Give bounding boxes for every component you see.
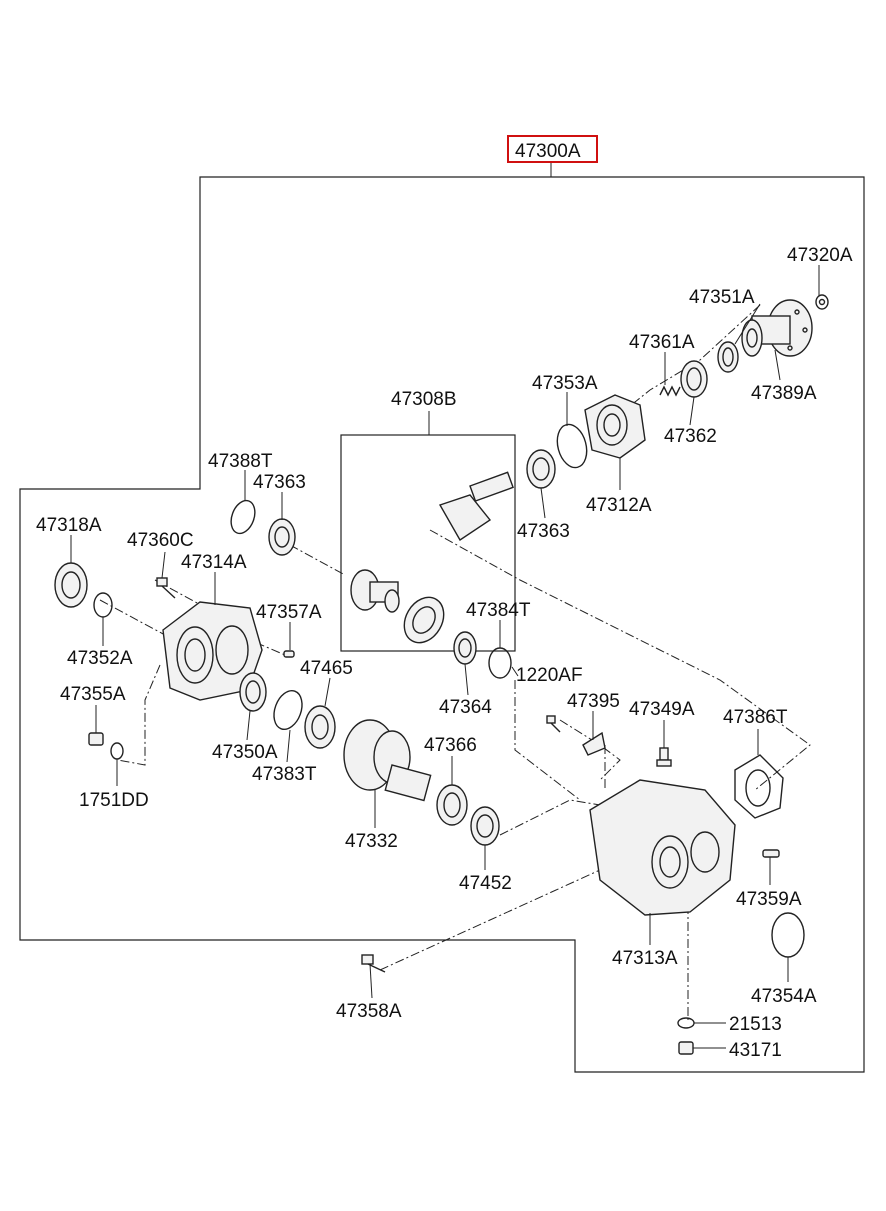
sprocket-icon <box>343 719 432 802</box>
assembly-highlight-box <box>507 135 598 163</box>
seal-icon <box>470 806 500 846</box>
bearing-icon <box>268 518 296 556</box>
front-housing-icon <box>162 601 263 701</box>
bearing-icon <box>680 360 708 398</box>
flange-icon <box>741 299 813 357</box>
part-label[interactable]: 47352A <box>67 648 133 669</box>
o-ring-icon <box>93 592 113 618</box>
bearing-icon <box>436 784 468 826</box>
part-label[interactable]: 47386T <box>723 707 788 728</box>
washer-icon <box>110 742 124 760</box>
bolt-icon <box>546 715 561 733</box>
assembly-code[interactable]: 47300A <box>515 141 581 162</box>
part-label[interactable]: 1220AF <box>516 665 583 686</box>
seal-icon <box>717 341 739 373</box>
group-box-label[interactable]: 47308B <box>391 389 457 410</box>
part-label[interactable]: 47332 <box>345 831 398 852</box>
o-ring-icon <box>771 912 805 958</box>
assembly-outline <box>19 176 865 1073</box>
part-label[interactable]: 47362 <box>664 426 717 447</box>
part-label[interactable]: 47312A <box>586 495 652 516</box>
part-label[interactable]: 47360C <box>127 530 194 551</box>
part-label[interactable]: 47465 <box>300 658 353 679</box>
pin-icon <box>762 849 780 858</box>
assembly-lines <box>99 304 811 1020</box>
snap-ring-icon <box>230 499 256 535</box>
part-labels: 47320A 47351A 47361A 47389A 47353A 47362… <box>36 245 853 1061</box>
o-ring-icon <box>273 689 303 731</box>
part-label[interactable]: 47452 <box>459 873 512 894</box>
part-label[interactable]: 47353A <box>532 373 598 394</box>
bolt-icon <box>156 577 176 599</box>
seal-icon <box>54 562 88 608</box>
part-label[interactable]: 43171 <box>729 1040 782 1061</box>
washer-icon <box>677 1017 695 1029</box>
bearing-icon <box>526 449 556 489</box>
nut-icon <box>815 294 829 310</box>
bearing-icon <box>304 705 336 749</box>
o-ring-icon <box>556 423 588 469</box>
leader-lines <box>70 265 820 1049</box>
part-label[interactable]: 47358A <box>336 1001 402 1022</box>
part-label[interactable]: 47361A <box>629 332 695 353</box>
part-label[interactable]: 47318A <box>36 515 102 536</box>
rear-housing-icon <box>589 779 736 916</box>
part-label[interactable]: 47364 <box>439 697 492 718</box>
part-label[interactable]: 47350A <box>212 742 278 763</box>
part-label[interactable]: 47354A <box>751 986 817 1007</box>
part-label[interactable]: 47383T <box>252 764 317 785</box>
bearing-icon <box>403 596 445 644</box>
part-label[interactable]: 47389A <box>751 383 817 404</box>
part-label[interactable]: 47313A <box>612 948 678 969</box>
pin-icon <box>283 650 295 658</box>
part-label[interactable]: 47349A <box>629 699 695 720</box>
seal-icon <box>239 672 267 712</box>
part-label[interactable]: 47363 <box>253 472 306 493</box>
part-label[interactable]: 47314A <box>181 552 247 573</box>
part-label[interactable]: 1751DD <box>79 790 149 811</box>
snap-ring-icon <box>488 647 512 679</box>
part-label[interactable]: 47320A <box>787 245 853 266</box>
gasket-icon <box>734 754 784 819</box>
bolt-icon <box>361 954 386 973</box>
plug-icon <box>678 1041 694 1055</box>
housing-cover-icon <box>584 394 646 459</box>
part-label[interactable]: 47388T <box>208 451 273 472</box>
breather-icon <box>656 747 672 767</box>
part-label[interactable]: 47355A <box>60 684 126 705</box>
part-label[interactable]: 21513 <box>729 1014 782 1035</box>
spring-icon <box>659 385 681 397</box>
part-label[interactable]: 47351A <box>689 287 755 308</box>
part-label[interactable]: 47359A <box>736 889 802 910</box>
pinion-gear-icon <box>438 471 514 541</box>
bearing-icon <box>453 631 477 665</box>
part-label[interactable]: 47357A <box>256 602 322 623</box>
part-label[interactable]: 47366 <box>424 735 477 756</box>
plug-icon <box>88 732 104 746</box>
gear-icon <box>350 569 400 613</box>
part-label[interactable]: 47395 <box>567 691 620 712</box>
group-box-outline <box>340 434 516 652</box>
part-label[interactable]: 47363 <box>517 521 570 542</box>
part-label[interactable]: 47384T <box>466 600 531 621</box>
bracket-icon <box>582 731 606 756</box>
